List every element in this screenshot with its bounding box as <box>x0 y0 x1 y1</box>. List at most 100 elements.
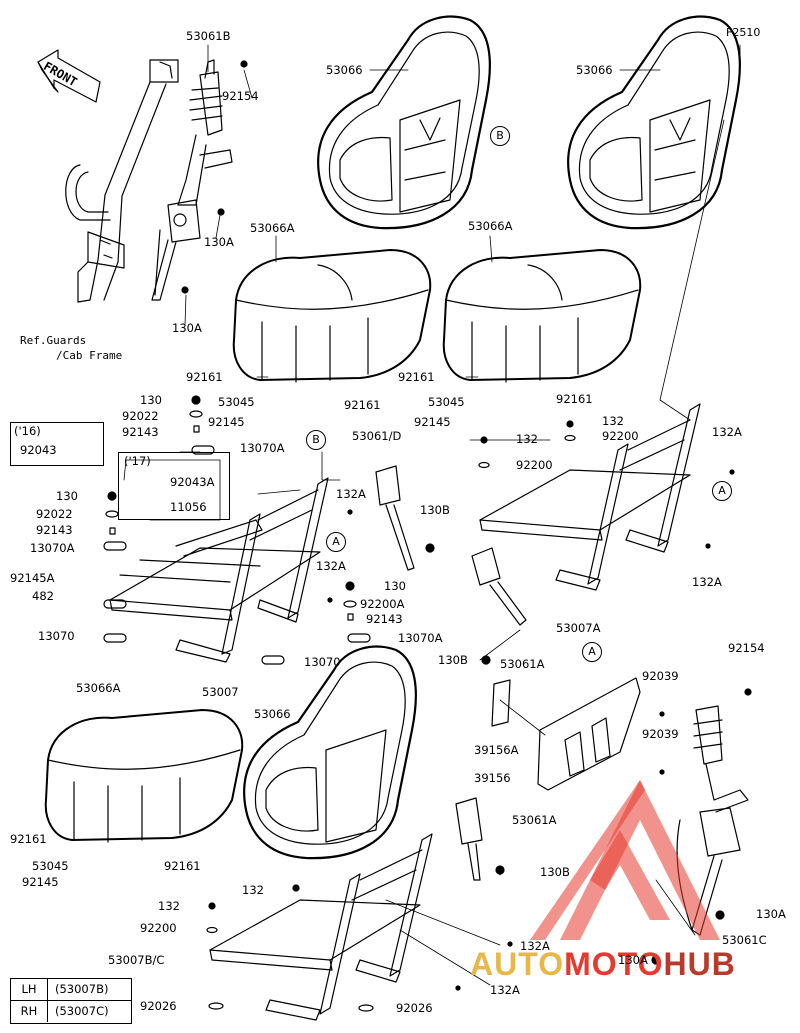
part-label: 132 <box>602 414 624 428</box>
ref-note-line2: /Cab Frame <box>56 349 123 362</box>
watermark-moto: MOTO <box>564 946 664 982</box>
year-2016-label: ('16) <box>14 424 41 438</box>
bolt-icon <box>217 208 225 216</box>
leader-lines <box>123 44 741 986</box>
part-label: 92039 <box>642 669 679 683</box>
part-label: 39156A <box>474 743 519 757</box>
part-label: 130 <box>140 393 162 407</box>
part-label: 92161 <box>398 370 435 384</box>
part-label: 13070 <box>38 629 75 643</box>
part-label: 13070 <box>304 655 341 669</box>
part-label: 130 <box>56 489 78 503</box>
seat-back-bottom-center <box>243 645 417 860</box>
part-label: 92161 <box>10 832 47 846</box>
part-label: 92154 <box>728 641 765 655</box>
part-label-92043: 92043 <box>20 443 57 457</box>
part-label: 132A <box>490 983 520 997</box>
seat-frame-bottom <box>209 833 433 1021</box>
part-label: 53045 <box>32 859 69 873</box>
part-label: 11056 <box>170 500 207 514</box>
seat-cushion-left-top <box>232 249 432 383</box>
part-label: 53061/D <box>352 429 402 443</box>
legend-key: RH <box>11 1001 48 1022</box>
seat-belt-upper-left <box>151 59 233 301</box>
part-label: 53007A <box>556 621 601 635</box>
part-label: 130B <box>438 653 468 667</box>
part-label: 92022 <box>122 409 159 423</box>
part-label: 92161 <box>344 398 381 412</box>
part-label: 132A <box>712 425 742 439</box>
part-label: 53066A <box>468 219 513 233</box>
part-label: 130A <box>172 321 202 335</box>
cover-plate-illustration <box>491 677 641 791</box>
cab-frame-illustration <box>65 59 179 303</box>
part-label: 53066 <box>576 63 613 77</box>
part-label: 92022 <box>36 507 73 521</box>
year-2016-box <box>10 422 104 466</box>
part-label: 130 <box>384 579 406 593</box>
part-label: 53066 <box>254 707 291 721</box>
part-label: 92145 <box>208 415 245 429</box>
callout-A: A <box>582 642 602 662</box>
legend-row-rh: RH (53007C) <box>11 1000 131 1022</box>
part-label: 53066A <box>76 681 121 695</box>
callout-B: B <box>306 430 326 450</box>
watermark-text: AUTOMOTOHUB <box>470 946 736 983</box>
part-label: 13070A <box>240 441 285 455</box>
seat-cushion-right-top <box>442 249 642 383</box>
watermark-hub: HUB <box>663 946 736 982</box>
front-arrow-icon <box>37 49 101 103</box>
part-label: 13070A <box>398 631 443 645</box>
part-label: 53061C <box>722 933 767 947</box>
part-label: 92161 <box>164 859 201 873</box>
figure-code: F2510 <box>726 26 761 39</box>
seat-cushion-bottom-left <box>44 709 244 843</box>
part-label: 92143 <box>36 523 73 537</box>
seat-frame-right <box>479 403 701 591</box>
callout-A: A <box>326 532 346 552</box>
callout-B: B <box>490 126 510 146</box>
part-label: 92200 <box>516 458 553 472</box>
part-label: 92154 <box>222 89 259 103</box>
seat-belt-buckle-center <box>375 465 415 571</box>
year-2017-box <box>118 452 230 520</box>
part-label: 92043A <box>170 475 215 489</box>
part-label: 482 <box>32 589 54 603</box>
part-label: 92161 <box>556 392 593 406</box>
part-label: 92145 <box>22 875 59 889</box>
part-label: 92026 <box>396 1001 433 1015</box>
part-label: 53007B/C <box>108 953 165 967</box>
part-label: 132 <box>158 899 180 913</box>
legend-value: (53007B) <box>55 982 109 996</box>
hardware-parts <box>85 395 752 1012</box>
part-label: 92200 <box>602 429 639 443</box>
part-label: 132A <box>336 487 366 501</box>
part-label: 53066 <box>326 63 363 77</box>
seat-back-top-right <box>567 15 741 230</box>
legend-value: (53007C) <box>55 1004 109 1018</box>
part-label: 53066A <box>250 221 295 235</box>
part-label: 13070A <box>30 541 75 555</box>
part-label: 132A <box>692 575 722 589</box>
seat-back-top-center <box>317 15 491 230</box>
part-label: 53061B <box>186 29 231 43</box>
part-label: 130A <box>204 235 234 249</box>
ref-note-line1: Ref.Guards <box>20 334 87 347</box>
part-label: 92143 <box>366 612 403 626</box>
bolt-icon <box>181 286 189 294</box>
part-label: 53045 <box>428 395 465 409</box>
side-legend-table: LH (53007B) RH (53007C) <box>10 978 132 1024</box>
part-label: 132A <box>316 559 346 573</box>
part-label: 132 <box>516 432 538 446</box>
part-label: 92145 <box>414 415 451 429</box>
legend-key: LH <box>11 979 48 1000</box>
part-label: 53007 <box>202 685 239 699</box>
part-label: 39156 <box>474 771 511 785</box>
part-label: 132A <box>520 939 550 953</box>
part-label: 53061A <box>512 813 557 827</box>
year-2017-label: ('17) <box>124 454 151 468</box>
part-label: 92200 <box>140 921 177 935</box>
seat-belt-buckle-right <box>471 547 527 626</box>
seat-belt-right <box>676 705 749 936</box>
